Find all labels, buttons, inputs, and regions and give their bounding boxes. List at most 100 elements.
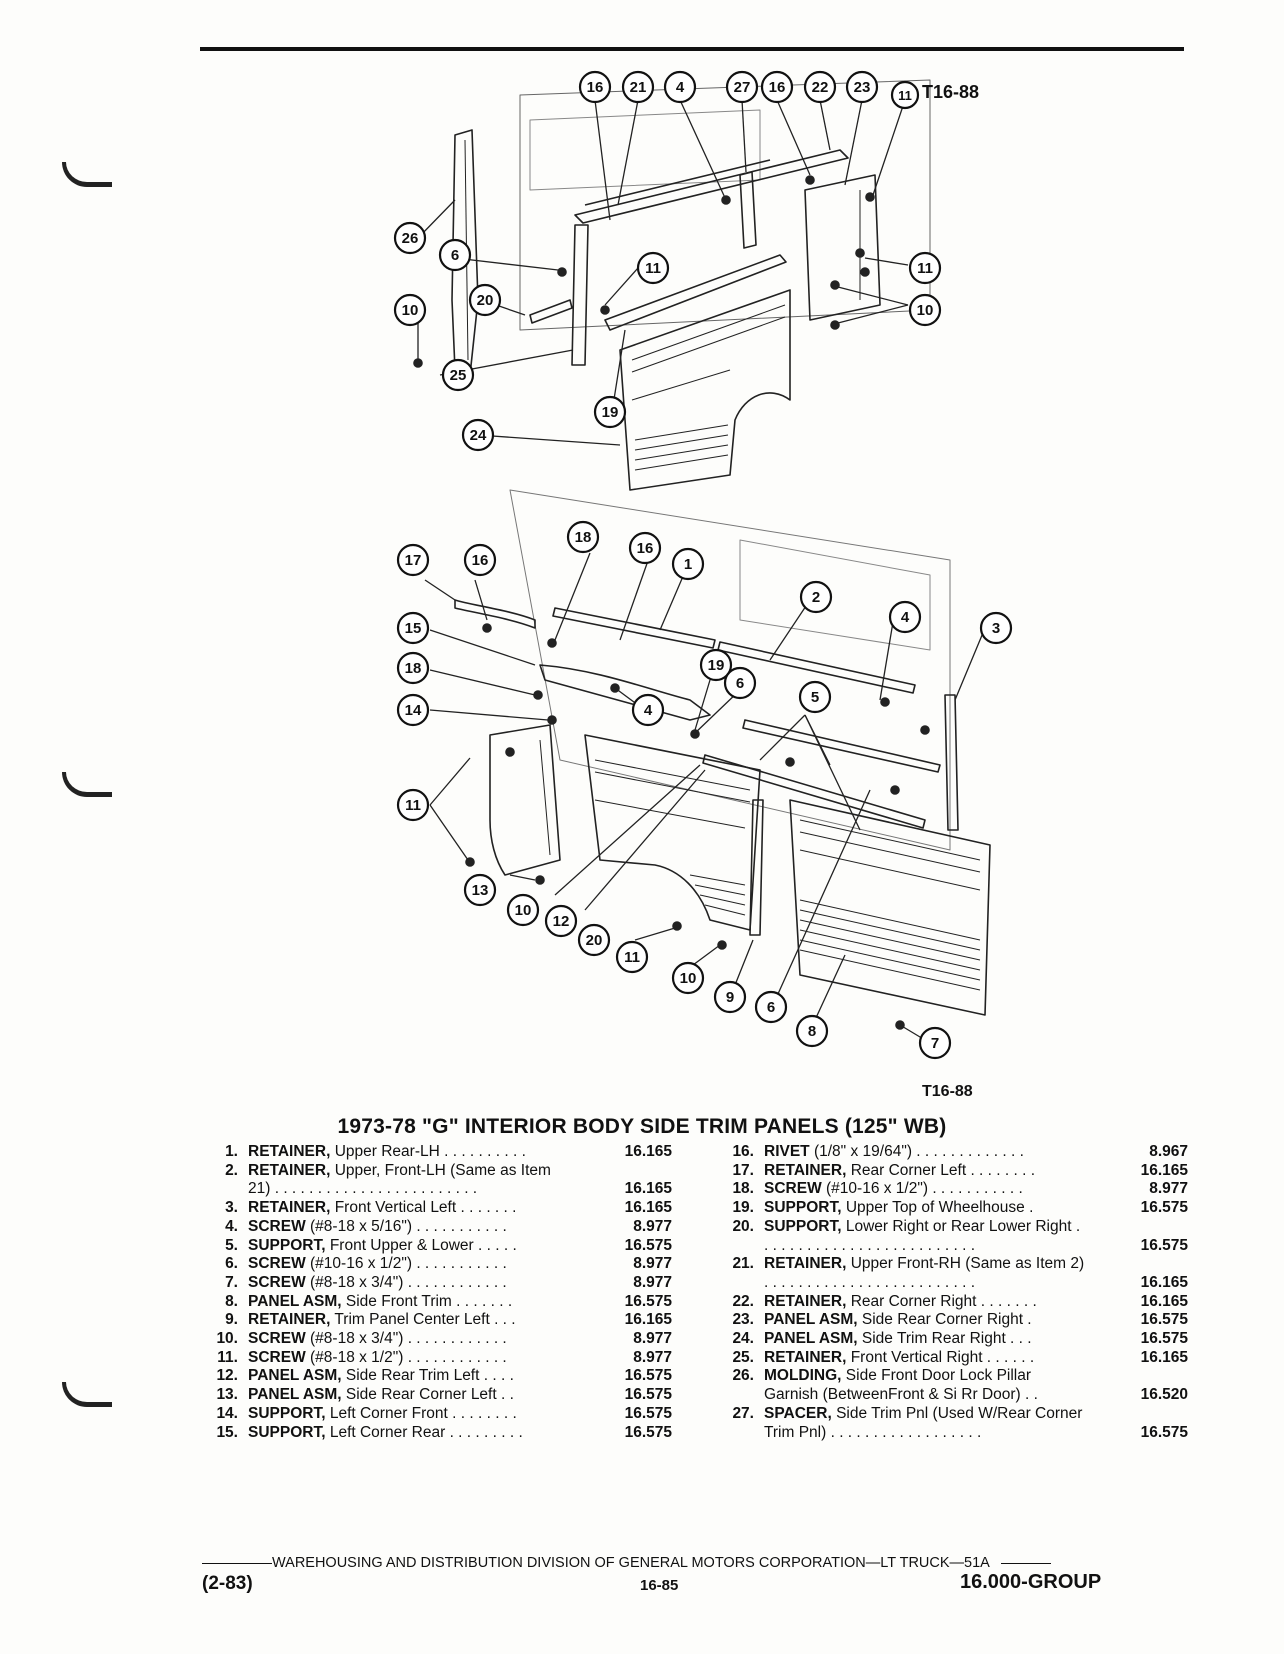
item-name: PANEL ASM, (764, 1311, 858, 1329)
svg-text:6: 6 (767, 999, 775, 1016)
item-detail: (#10-16 x 1/2") . . . . . . . . . . . (305, 1255, 507, 1273)
svg-text:11: 11 (917, 260, 933, 277)
parts-list-item: 8. PANEL ASM, Side Front Trim . . . . . .… (202, 1293, 672, 1312)
item-group-number: 8.967 (1149, 1143, 1188, 1160)
item-name: PANEL ASM, (764, 1330, 858, 1348)
item-detail: Lower Right or Rear Lower Right . . . . … (764, 1217, 1081, 1254)
item-name: PANEL ASM, (248, 1367, 342, 1385)
item-description: SPACER, Side Trim Pnl (Used W/Rear Corne… (764, 1405, 1088, 1442)
svg-text:9: 9 (726, 989, 734, 1006)
svg-text:4: 4 (901, 609, 910, 626)
item-detail: Rear Corner Right . . . . . . . (846, 1292, 1037, 1310)
svg-text:4: 4 (644, 702, 653, 719)
item-group-number: 16.575 (1140, 1199, 1188, 1217)
item-number: 26. (732, 1367, 754, 1385)
footer-page-number: 16-85 (640, 1577, 679, 1594)
item-description: SUPPORT, Upper Top of Wheelhouse . (764, 1199, 1088, 1218)
item-group-number: 16.165 (624, 1199, 672, 1217)
item-number: 16. (732, 1143, 754, 1160)
item-name: SPACER, (764, 1404, 832, 1422)
item-description: PANEL ASM, Side Front Trim . . . . . . . (248, 1293, 572, 1312)
item-description: SCREW (#8-18 x 3/4") . . . . . . . . . .… (248, 1274, 572, 1293)
svg-text:15: 15 (405, 620, 422, 637)
parts-list-item: 27.SPACER, Side Trim Pnl (Used W/Rear Co… (718, 1405, 1188, 1442)
parts-list-item: 10.SCREW (#8-18 x 3/4") . . . . . . . . … (202, 1330, 672, 1349)
svg-text:16: 16 (769, 79, 786, 96)
item-group-number: 16.165 (1140, 1292, 1188, 1310)
parts-list-item: 7. SCREW (#8-18 x 3/4") . . . . . . . . .… (202, 1274, 672, 1293)
svg-text:1: 1 (684, 556, 692, 573)
parts-list-item: 2. RETAINER, Upper, Front-LH (Same as Ite… (202, 1162, 672, 1199)
item-description: RETAINER, Front Vertical Right . . . . .… (764, 1349, 1088, 1368)
item-name: SCREW (248, 1217, 306, 1235)
svg-text:3: 3 (992, 620, 1000, 637)
item-number: 4. (225, 1217, 238, 1235)
item-group-number: 16.165 (624, 1311, 672, 1329)
item-name: RIVET (764, 1143, 810, 1160)
item-description: PANEL ASM, Side Rear Corner Right . (764, 1311, 1088, 1330)
item-number: 23. (732, 1311, 754, 1329)
item-name: SUPPORT, (248, 1236, 326, 1254)
item-detail: (#10-16 x 1/2") . . . . . . . . . . . (821, 1180, 1023, 1198)
item-name: PANEL ASM, (248, 1292, 342, 1310)
svg-text:20: 20 (477, 292, 494, 309)
item-detail: Left Corner Front . . . . . . . . (325, 1404, 517, 1422)
item-description: SUPPORT, Lower Right or Rear Lower Right… (764, 1218, 1088, 1255)
item-detail: Side Rear Corner Left . . (341, 1386, 514, 1404)
item-group-number: 16.520 (1140, 1386, 1188, 1404)
parts-list-item: 4. SCREW (#8-18 x 5/16") . . . . . . . . … (202, 1218, 672, 1237)
footer-dash-right (1001, 1562, 1052, 1564)
item-group-number: 16.575 (1140, 1423, 1188, 1441)
parts-list-right: 16. RIVET (1/8" x 19/64") . . . . . . . .… (718, 1143, 1188, 1442)
svg-text:14: 14 (405, 702, 422, 719)
item-description: MOLDING, Side Front Door Lock Pillar Gar… (764, 1367, 1088, 1404)
svg-text:19: 19 (708, 657, 725, 674)
item-name: SCREW (764, 1180, 822, 1198)
item-description: SCREW (#10-16 x 1/2") . . . . . . . . . … (248, 1255, 572, 1274)
item-description: PANEL ASM, Side Rear Corner Left . . (248, 1386, 572, 1405)
section-title: 1973-78 "G" INTERIOR BODY SIDE TRIM PANE… (337, 1115, 947, 1138)
lower-assembly-drawing (454, 489, 991, 1030)
parts-list-item: 22. RETAINER, Rear Corner Right . . . . .… (718, 1293, 1188, 1312)
svg-text:11: 11 (645, 260, 661, 277)
item-name: RETAINER, (248, 1199, 331, 1217)
parts-list-item: 14.SUPPORT, Left Corner Front . . . . . … (202, 1405, 672, 1424)
item-detail: (#8-18 x 3/4") . . . . . . . . . . . . (305, 1273, 507, 1291)
item-detail: (#8-18 x 3/4") . . . . . . . . . . . . (305, 1330, 507, 1348)
item-description: SCREW (#8-18 x 1/2") . . . . . . . . . .… (248, 1349, 572, 1368)
item-detail: Rear Corner Left . . . . . . . . (846, 1161, 1036, 1179)
parts-list-item: 9.RETAINER, Trim Panel Center Left . . .… (202, 1311, 672, 1330)
item-description: PANEL ASM, Side Rear Trim Left . . . . (248, 1367, 572, 1386)
footer-division-text: WAREHOUSING AND DISTRIBUTION DIVISION OF… (272, 1555, 990, 1571)
item-detail: (#8-18 x 1/2") . . . . . . . . . . . . (305, 1348, 507, 1366)
item-group-number: 16.165 (1140, 1161, 1188, 1179)
item-detail: Front Upper & Lower . . . . . (325, 1236, 517, 1254)
parts-list-item: 24.PANEL ASM, Side Trim Rear Right . . .… (718, 1330, 1188, 1349)
item-name: RETAINER, (764, 1292, 847, 1310)
item-number: 15. (216, 1423, 238, 1441)
item-number: 8. (225, 1292, 238, 1310)
parts-list-item: 23.PANEL ASM, Side Rear Corner Right .16… (718, 1311, 1188, 1330)
item-group-number: 8.977 (633, 1217, 672, 1235)
item-description: SCREW (#8-18 x 5/16") . . . . . . . . . … (248, 1218, 572, 1237)
parts-list-item: 11. SCREW (#8-18 x 1/2") . . . . . . . . … (202, 1349, 672, 1368)
item-number: 11. (217, 1348, 238, 1366)
item-description: SUPPORT, Left Corner Front . . . . . . .… (248, 1405, 572, 1424)
item-number: 19. (732, 1199, 754, 1217)
item-number: 2. (225, 1161, 238, 1179)
svg-text:16: 16 (472, 552, 489, 569)
item-name: RETAINER, (764, 1348, 847, 1366)
item-number: 22. (732, 1292, 754, 1310)
item-description: RETAINER, Upper Rear-LH . . . . . . . . … (248, 1143, 572, 1162)
svg-text:20: 20 (586, 932, 603, 949)
item-description: RETAINER, Upper, Front-LH (Same as Item … (248, 1162, 572, 1199)
svg-text:27: 27 (734, 79, 751, 96)
parts-list-item: 20.SUPPORT, Lower Right or Rear Lower Ri… (718, 1218, 1188, 1255)
svg-text:11: 11 (405, 797, 421, 814)
svg-text:10: 10 (515, 902, 532, 919)
item-name: SCREW (248, 1255, 306, 1273)
item-detail: (1/8" x 19/64") . . . . . . . . . . . . … (809, 1143, 1024, 1160)
item-name: SUPPORT, (764, 1199, 842, 1217)
item-group-number: 16.575 (624, 1404, 672, 1422)
item-number: 7. (225, 1273, 238, 1291)
